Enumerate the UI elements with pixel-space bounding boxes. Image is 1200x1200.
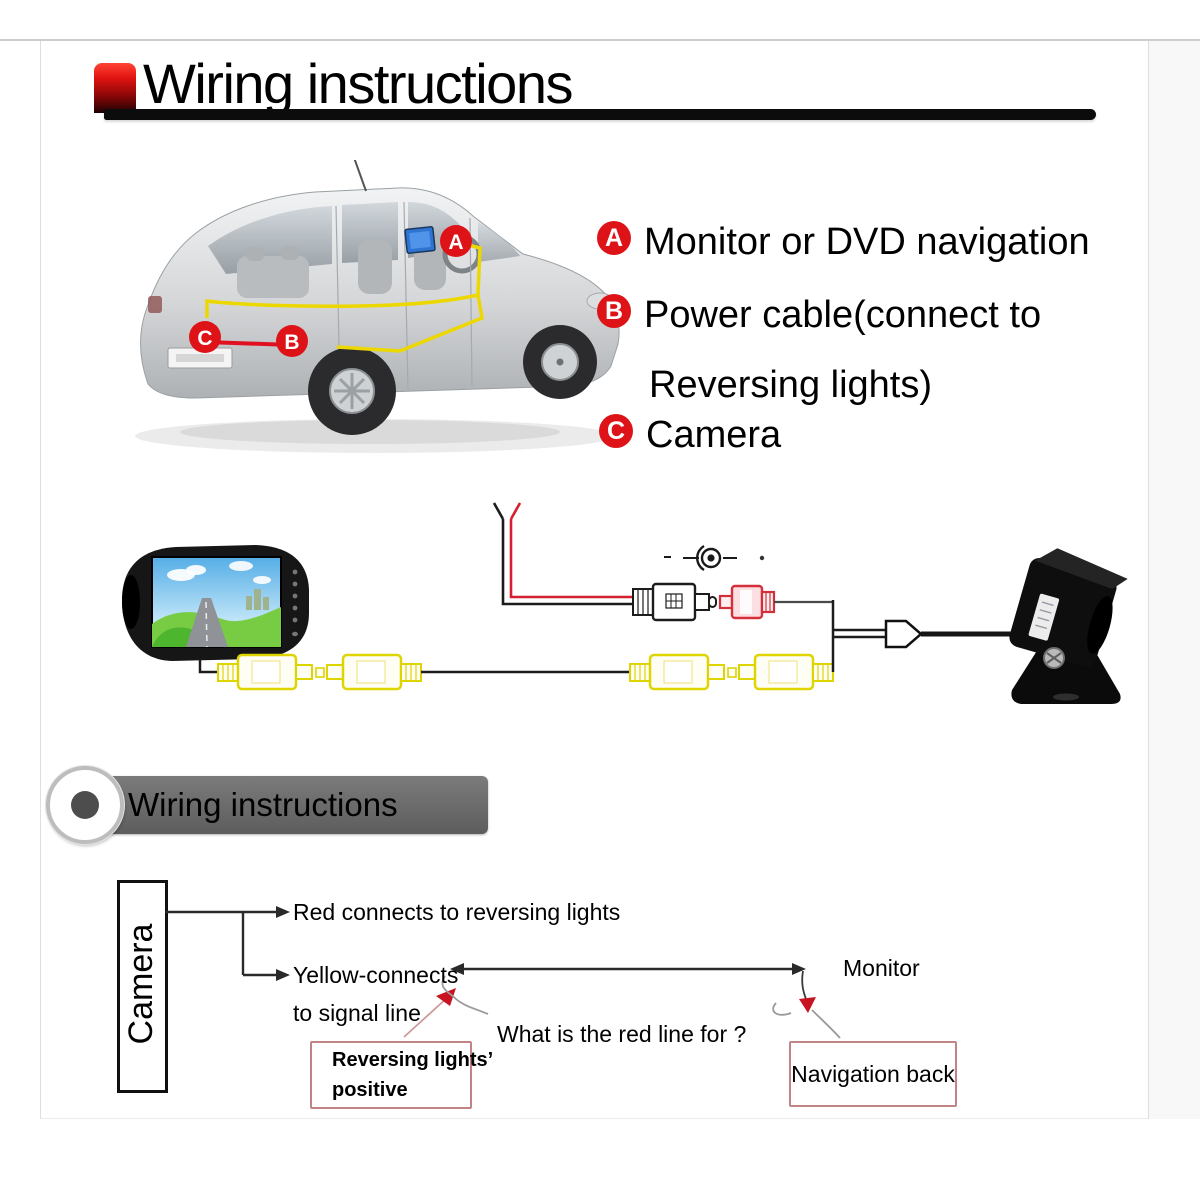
header-accent-square — [94, 63, 136, 113]
dc-power-plug — [632, 582, 717, 622]
svg-text:C: C — [197, 327, 212, 350]
camera-flow-box — [117, 880, 168, 1093]
rca-connector-red — [718, 584, 776, 620]
callout-arrow-navigation — [772, 970, 841, 1039]
page-title: Wiring instructions — [143, 52, 573, 115]
label-red-wire: Red connects to reversing lights — [293, 899, 621, 925]
frame-right-line — [1148, 41, 1149, 1119]
camera-device — [1009, 548, 1128, 704]
camera-bracket-screw — [1043, 647, 1065, 669]
legend-label-power-cable: Power cable(connect to — [644, 294, 1042, 336]
rca-connector-pair-1 — [217, 653, 422, 691]
car-taillight — [148, 296, 162, 313]
camera-label — [1028, 593, 1060, 641]
navigation-box-label: Navigation back — [791, 1060, 955, 1087]
cable-junction — [831, 600, 886, 672]
frame-top-line — [0, 39, 1200, 41]
monitor-buttons — [292, 569, 298, 637]
legend-item-camera: C Camera — [599, 414, 781, 456]
legend-item-power-cable: B Power cable(connect to — [597, 294, 1041, 336]
legend-item-monitor: A Monitor or DVD navigation — [597, 221, 1090, 263]
frame-bottom-line — [41, 1118, 1148, 1119]
legend-badge-b: B — [597, 294, 631, 328]
power-wire-red — [509, 502, 633, 599]
monitor-screen — [151, 556, 282, 648]
legend-label-power-cable-line2: Reversing lights) — [649, 364, 932, 406]
legend-label-camera: Camera — [646, 414, 782, 456]
dash-monitor-screen — [404, 226, 436, 254]
car-marker-c: C — [189, 321, 221, 353]
arrowhead-red-wire — [276, 906, 290, 918]
wiring-diagram — [122, 502, 1128, 704]
target-circle-icon — [46, 766, 124, 844]
header-underline — [104, 109, 1096, 120]
section-banner-title: Wiring instructions — [128, 786, 398, 823]
power-wire-black — [492, 502, 633, 606]
car-rear-wheel — [308, 347, 396, 435]
monitor-device — [122, 545, 309, 661]
svg-text:A: A — [448, 231, 463, 254]
target-circle-dot — [71, 791, 99, 819]
navigation-back-box: Navigation back — [789, 1041, 957, 1107]
dc-polarity-icon — [664, 544, 765, 572]
label-red-line-question: What is the red line for ? — [497, 1021, 747, 1047]
wiring-route-yellow-branch — [336, 294, 484, 353]
car-front-wheel — [523, 325, 597, 399]
rca-connector-pair-2 — [629, 653, 834, 691]
wiring-route-yellow — [205, 240, 482, 318]
car-rear-seat — [237, 256, 309, 298]
camera-flow-box-label: Camera — [122, 923, 160, 1045]
frame-left-line — [40, 41, 41, 1119]
label-yellow-wire-line2: to signal line — [293, 1000, 421, 1026]
legend-badge-c: C — [599, 414, 633, 448]
reversing-lights-positive-box: Reversing lights’ positive — [310, 1041, 493, 1109]
car-marker-b: B — [276, 325, 308, 357]
branch-lines — [165, 910, 278, 977]
label-yellow-wire-line1: Yellow-connects — [293, 962, 459, 988]
reversing-box-line1: Reversing lights’ — [332, 1049, 494, 1071]
video-cable — [198, 659, 218, 674]
screen-city-skyline — [246, 589, 269, 610]
legend-label-monitor: Monitor or DVD navigation — [644, 221, 1090, 263]
reversing-box-line2: positive — [332, 1079, 408, 1101]
car-shadow — [135, 419, 615, 453]
arrowhead-yellow-wire — [276, 969, 290, 981]
car-front-seat — [358, 240, 392, 294]
section-banner — [60, 776, 488, 834]
car-antenna — [353, 160, 367, 192]
car-cutaway-figure: A B C — [135, 160, 620, 453]
label-monitor: Monitor — [843, 955, 920, 981]
svg-text:B: B — [284, 331, 299, 354]
frame-right-margin — [1149, 41, 1200, 1119]
camera-connector-arrow — [884, 619, 923, 649]
legend-badge-a: A — [597, 221, 631, 255]
car-marker-a: A — [440, 225, 472, 257]
